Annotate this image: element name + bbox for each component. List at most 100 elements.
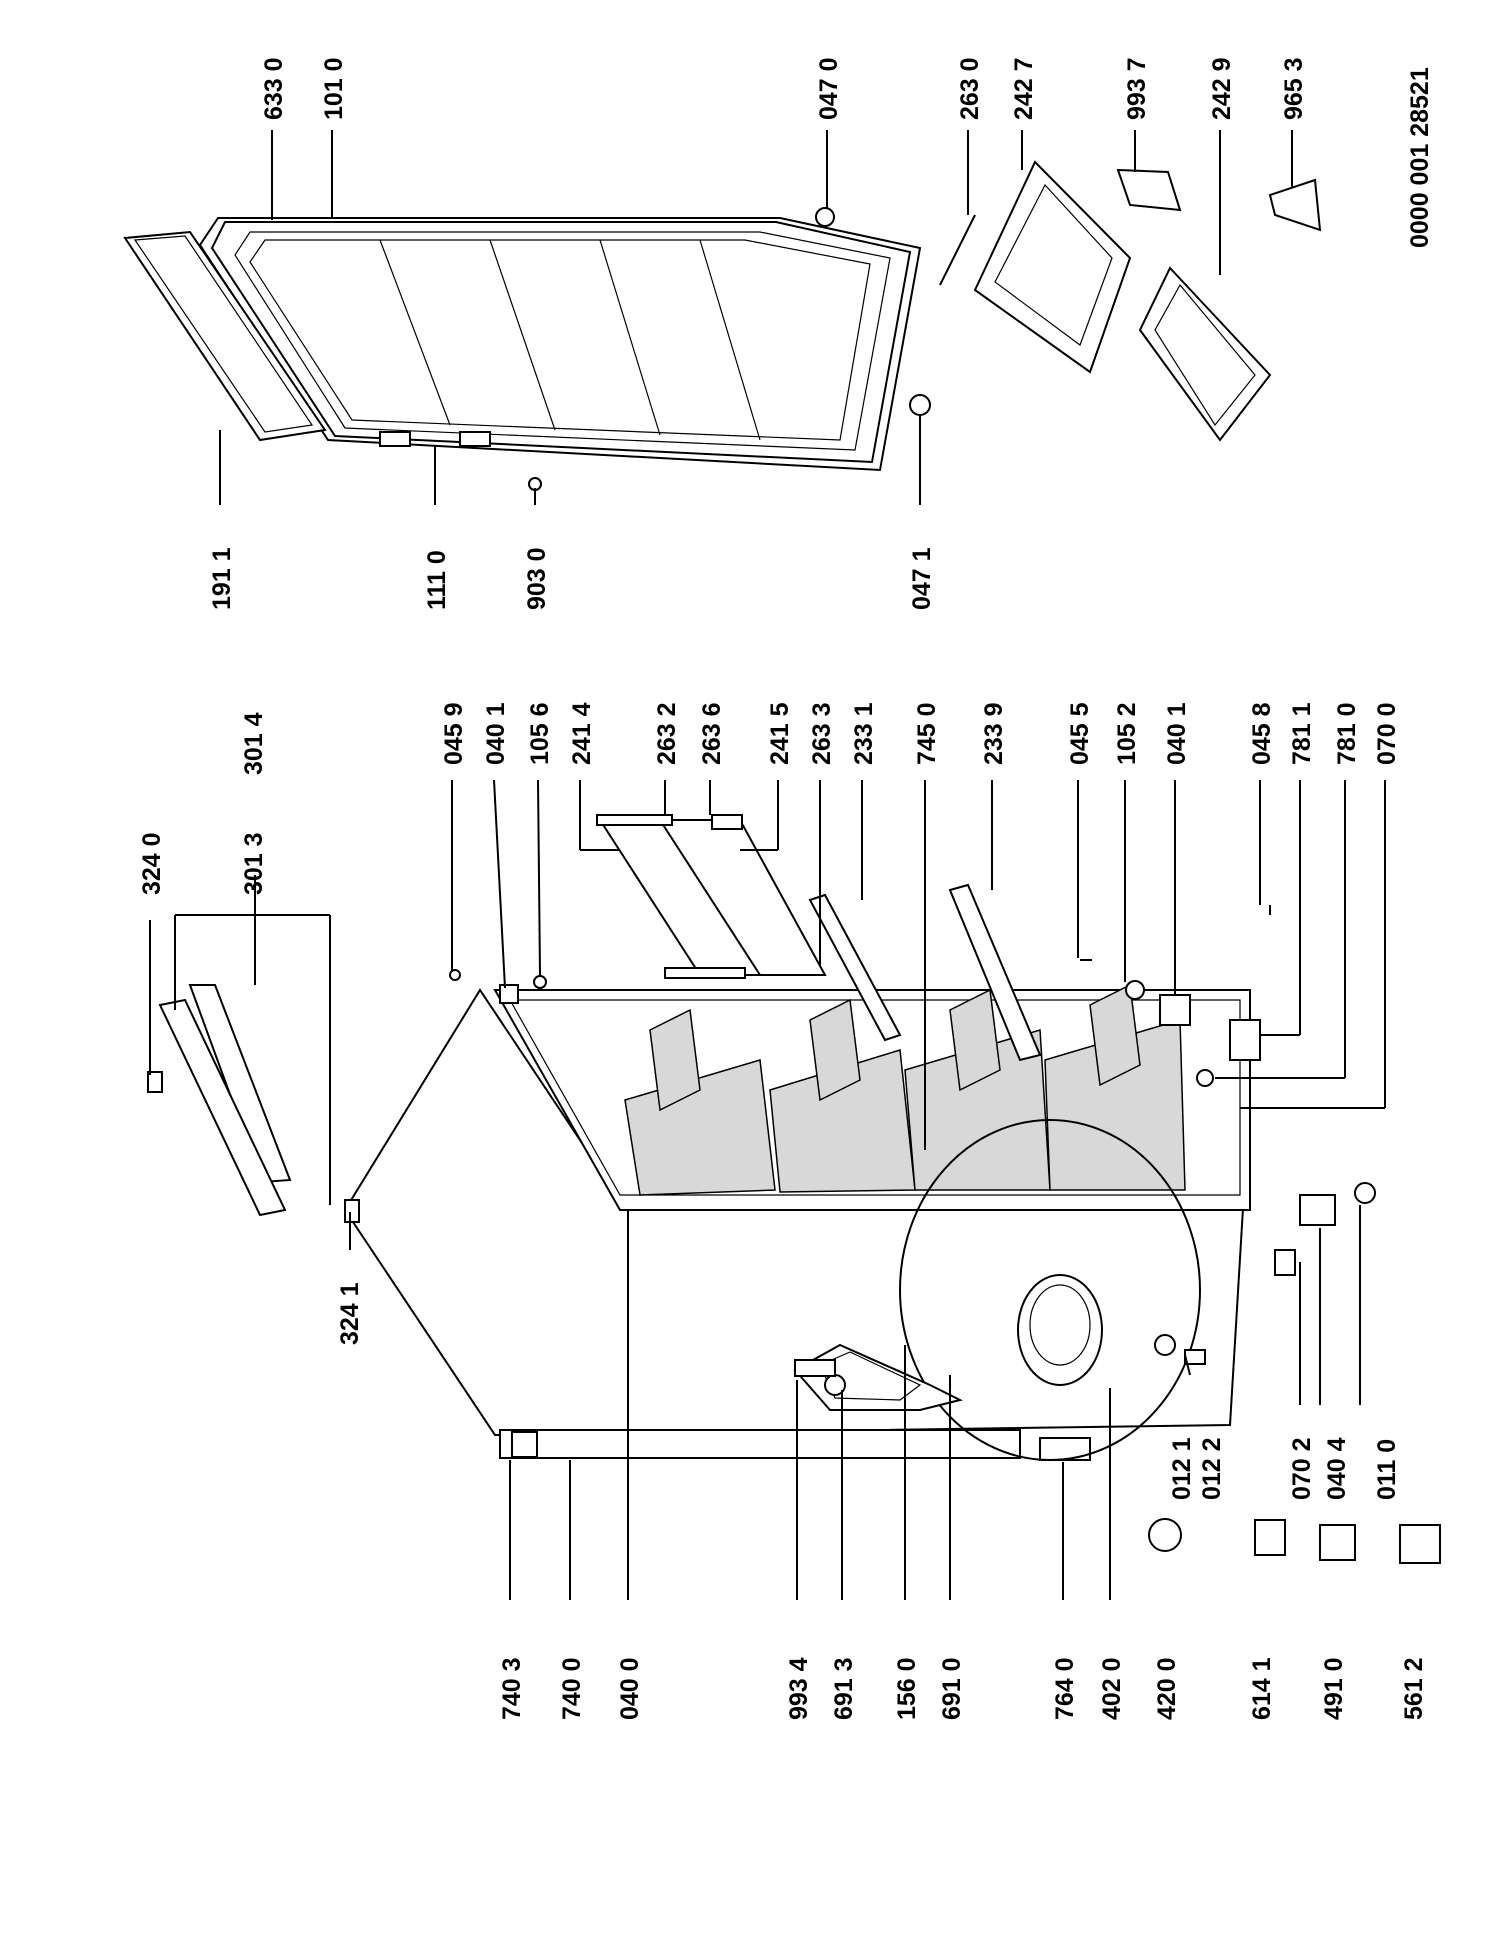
relay-0121 xyxy=(1154,1334,1176,1356)
label-0110: 011 0 xyxy=(1373,1439,1401,1500)
part-6141 xyxy=(1254,1519,1286,1556)
trim-3013 xyxy=(158,998,287,1217)
label-1110: 111 0 xyxy=(423,550,451,610)
drawer-2427 xyxy=(973,160,1132,374)
label-5612: 561 2 xyxy=(1400,1657,1428,1720)
label-3013: 301 3 xyxy=(240,832,268,895)
label-3241: 324 1 xyxy=(336,1282,364,1345)
part-0702 xyxy=(1274,1249,1296,1276)
hinge-0401a xyxy=(499,984,519,1004)
label-7400: 740 0 xyxy=(558,1657,586,1720)
condenser-7400 xyxy=(499,1429,1021,1459)
label-4020: 402 0 xyxy=(1098,1657,1126,1720)
label-2414: 241 4 xyxy=(568,702,596,765)
label-7811: 781 1 xyxy=(1288,702,1316,765)
label-2339: 233 9 xyxy=(980,702,1008,765)
label-9934: 993 4 xyxy=(785,1657,813,1720)
label-2630: 263 0 xyxy=(956,57,984,120)
hinge-cap-0471 xyxy=(909,394,931,416)
part-5612 xyxy=(1399,1524,1441,1564)
drawing xyxy=(123,130,1441,1600)
label-6913: 691 3 xyxy=(830,1657,858,1720)
part-4910 xyxy=(1319,1524,1356,1561)
hinge-cap-0470 xyxy=(815,207,835,227)
label-6141: 614 1 xyxy=(1248,1657,1276,1720)
door-assembly xyxy=(123,207,931,491)
label-4200: 420 0 xyxy=(1153,1657,1181,1720)
part-4200 xyxy=(1148,1518,1182,1552)
screw-0459 xyxy=(449,969,461,981)
label-7640: 764 0 xyxy=(1051,1657,1079,1720)
label-3240: 324 0 xyxy=(138,832,166,895)
label-7450: 745 0 xyxy=(913,702,941,765)
label-6330: 633 0 xyxy=(260,57,288,120)
compressor-bay xyxy=(899,1119,1201,1461)
part-3241 xyxy=(344,1199,360,1223)
label-0122: 012 2 xyxy=(1198,1437,1226,1500)
cabinet-body xyxy=(343,983,1251,1461)
hinge-upper xyxy=(379,431,411,447)
label-2331: 233 1 xyxy=(850,702,878,765)
label-1010: 101 0 xyxy=(320,57,348,120)
label-9653: 965 3 xyxy=(1280,57,1308,120)
label-0455: 045 5 xyxy=(1066,702,1094,765)
label-0470: 047 0 xyxy=(815,57,843,120)
label-0458: 045 8 xyxy=(1248,702,1276,765)
label-1911: 191 1 xyxy=(208,547,236,610)
hinge-0401b xyxy=(1159,994,1191,1026)
label-2632: 263 2 xyxy=(653,702,681,765)
top-parts xyxy=(147,984,360,1223)
bottom-parts xyxy=(1148,1182,1441,1564)
label-7403: 740 3 xyxy=(498,1657,526,1720)
label-0121: 012 1 xyxy=(1168,1437,1196,1500)
label-4910: 491 0 xyxy=(1320,1657,1348,1720)
clip-2636 xyxy=(711,814,743,830)
label-1056: 105 6 xyxy=(526,702,554,765)
leader-lines xyxy=(149,130,1386,1600)
baskets-rails xyxy=(449,814,1271,1087)
label-9937: 993 7 xyxy=(1123,57,1151,120)
door-gasket xyxy=(123,230,327,442)
document-code: 0000 001 28521 xyxy=(1406,67,1434,248)
compressor-4020 xyxy=(1017,1274,1103,1386)
part-9653 xyxy=(1268,178,1322,232)
part-3240 xyxy=(147,1071,163,1093)
cap-1052 xyxy=(1125,980,1145,1000)
door-panel xyxy=(210,221,912,464)
label-0401a: 040 1 xyxy=(482,702,510,765)
rail-2633 xyxy=(664,967,746,979)
hinge-0404 xyxy=(1299,1194,1336,1226)
label-0700: 070 0 xyxy=(1373,702,1401,765)
label-0401b: 040 1 xyxy=(1163,702,1191,765)
label-7810: 781 0 xyxy=(1333,702,1361,765)
labels: 324 0 301 3 301 4 324 1 045 9 040 1 105 … xyxy=(138,57,1434,1720)
control-panel-9934 xyxy=(793,1343,963,1411)
part-0122 xyxy=(1184,1349,1206,1365)
foot-7810 xyxy=(1196,1069,1214,1087)
label-3014: 301 4 xyxy=(240,712,268,775)
rail-2632 xyxy=(596,814,673,826)
label-2427: 242 7 xyxy=(1010,57,1038,120)
label-2633: 263 3 xyxy=(808,702,836,765)
label-0404: 040 4 xyxy=(1323,1437,1351,1500)
label-0702: 070 2 xyxy=(1288,1437,1316,1500)
label-6910: 691 0 xyxy=(938,1657,966,1720)
label-2415: 241 5 xyxy=(766,702,794,765)
rail-2339 xyxy=(948,883,1042,1062)
shelves xyxy=(624,983,1186,1196)
part-9937 xyxy=(1116,168,1182,212)
handle-2630 xyxy=(939,214,976,286)
hinge-lower xyxy=(459,431,491,447)
drawer-2429 xyxy=(1138,266,1272,442)
label-1560: 156 0 xyxy=(893,1657,921,1720)
drawers xyxy=(939,160,1322,442)
label-0471: 047 1 xyxy=(908,547,936,610)
label-0459: 045 9 xyxy=(440,702,468,765)
light-1560 xyxy=(794,1359,836,1377)
vent-7811 xyxy=(1229,1019,1261,1061)
cap-1056 xyxy=(533,975,547,989)
label-2429: 242 9 xyxy=(1208,57,1236,120)
foot-0110 xyxy=(1354,1182,1376,1204)
label-1052: 105 2 xyxy=(1113,702,1141,765)
